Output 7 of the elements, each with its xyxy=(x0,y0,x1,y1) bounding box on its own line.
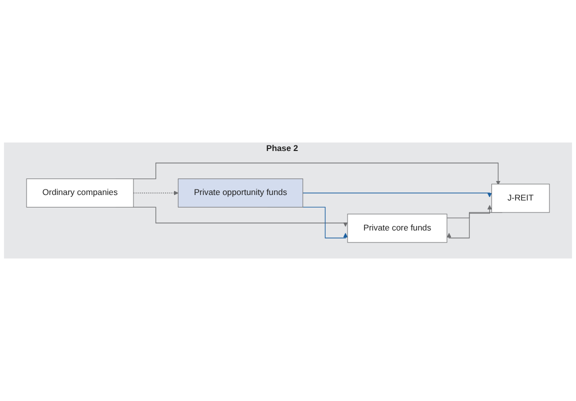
node-box: J-REIT xyxy=(491,184,550,213)
arrow xyxy=(302,192,492,198)
node-box: Private opportunity funds xyxy=(178,178,304,208)
arrow xyxy=(133,190,178,196)
arrow xyxy=(446,205,492,218)
node-box: Private core funds xyxy=(347,214,448,243)
node-box: Ordinary companies xyxy=(26,178,134,208)
